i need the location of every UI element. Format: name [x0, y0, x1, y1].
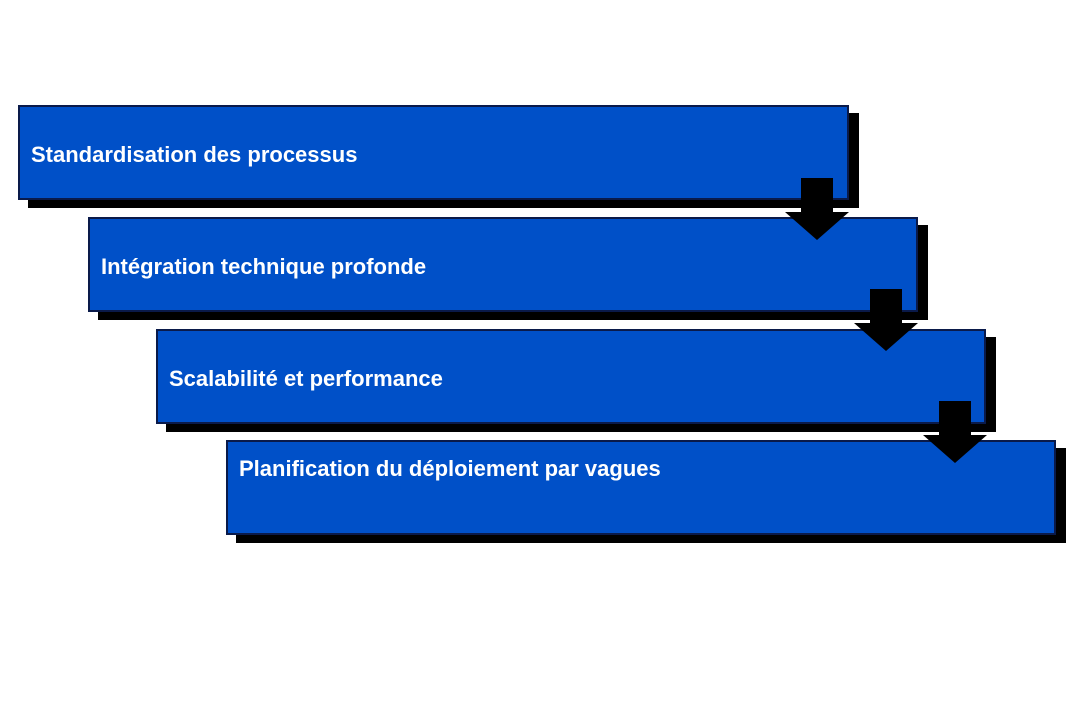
step-box-1: Standardisation des processus: [18, 105, 849, 200]
down-arrow-icon: [923, 401, 987, 463]
step-box-3: Scalabilité et performance: [156, 329, 986, 424]
down-arrow-icon: [785, 178, 849, 240]
step-label-2: Intégration technique profonde: [101, 254, 427, 279]
down-arrow-icon: [854, 289, 918, 351]
step-label-4: Planification du déploiement par vagues: [239, 456, 661, 481]
step-box-2: Intégration technique profonde: [88, 217, 918, 312]
step-box-4: Planification du déploiement par vagues: [226, 440, 1056, 535]
step-label-1: Standardisation des processus: [31, 142, 358, 167]
step-label-3: Scalabilité et performance: [169, 366, 443, 391]
